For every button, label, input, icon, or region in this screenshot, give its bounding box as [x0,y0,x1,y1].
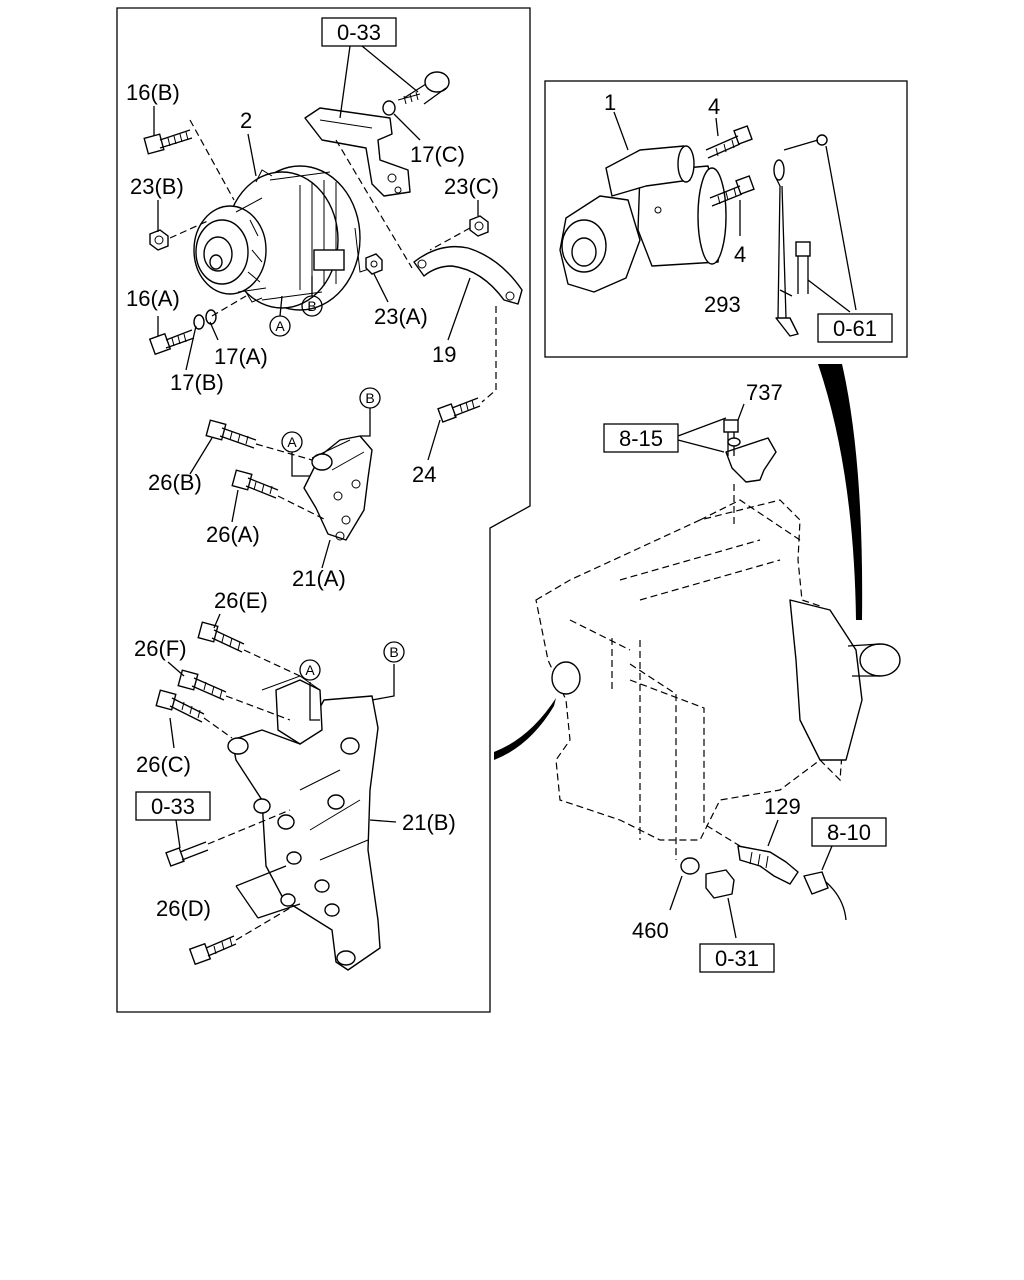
label-23c: 23(C) [444,174,499,199]
circle-marker-b3: B [383,641,405,663]
circle-marker-a1: A [269,315,291,337]
label-26b: 26(B) [148,470,202,495]
label-460: 460 [632,918,669,943]
washer-17b [193,314,205,330]
spacer-part [397,71,450,105]
label-26f: 26(F) [134,636,187,661]
bolt-4-upper [705,125,753,159]
bracket-21b [227,675,381,971]
ref-box-033-top[interactable]: 0-33 [321,17,397,47]
svg-text:8-15: 8-15 [619,426,663,451]
bolt-4-lower [709,175,755,207]
engine-block [535,499,901,841]
bolt-26d [188,935,237,966]
bolt-24 [437,397,481,423]
label-4-upper: 4 [708,94,720,119]
svg-text:0-33: 0-33 [337,20,381,45]
bracket-737 [723,419,777,483]
label-293: 293 [704,292,741,317]
flow-arc-lower [494,698,556,760]
label-4-lower: 4 [734,242,746,267]
plug-031 [705,869,735,899]
label-24: 24 [412,462,436,487]
oring-460 [680,857,700,875]
left-panel-frame [116,7,531,1013]
alternator-part [193,165,373,311]
ref-box-815[interactable]: 8-15 [603,423,679,453]
svg-text:A: A [305,662,315,678]
svg-text:8-10: 8-10 [827,820,871,845]
connector-810 [803,871,847,921]
svg-text:A: A [287,434,297,450]
circle-marker-a3: A [299,659,321,681]
washer-17c [382,100,396,116]
ground-cable-293 [773,159,799,337]
svg-text:B: B [365,390,374,406]
nut-23b [149,229,169,251]
bolt-16b [143,129,193,155]
svg-text:0-31: 0-31 [715,946,759,971]
label-26a: 26(A) [206,522,260,547]
circle-marker-b1: B [301,295,323,317]
link-19 [413,245,523,305]
bolt-26e [197,621,245,653]
svg-text:0-33: 0-33 [151,794,195,819]
adjust-bracket [304,107,411,197]
circle-marker-b2: B [359,387,381,409]
bolt-16a [148,329,195,356]
label-23b: 23(B) [130,174,184,199]
label-26d: 26(D) [156,896,211,921]
bolt-26a [231,469,279,499]
label-737: 737 [746,380,783,405]
washer-17a [205,309,217,325]
label-17c: 17(C) [410,142,465,167]
label-129: 129 [764,794,801,819]
label-23a: 23(A) [374,304,428,329]
label-17a: 17(A) [214,344,268,369]
label-16a: 16(A) [126,286,180,311]
label-21b: 21(B) [402,810,456,835]
label-16b: 16(B) [126,80,180,105]
starter-inset-frame [544,80,908,358]
nut-23c [469,215,489,237]
leader-lines [153,45,857,941]
label-17b: 17(B) [170,370,224,395]
label-21a: 21(A) [292,566,346,591]
ref-box-810[interactable]: 8-10 [811,817,887,847]
nut-061 [816,134,828,146]
svg-text:0-61: 0-61 [833,316,877,341]
svg-text:B: B [389,644,398,660]
flow-arc-upper [818,364,863,620]
bolt-26c [155,689,205,723]
nut-23a [365,253,383,275]
ref-box-031[interactable]: 0-31 [699,943,775,973]
label-19: 19 [432,342,456,367]
label-2: 2 [240,108,252,133]
bolt-033-lower [165,841,209,867]
sensor-129 [737,845,799,885]
ref-box-061[interactable]: 0-61 [817,313,893,343]
svg-text:A: A [275,318,285,334]
svg-text:B: B [307,298,316,314]
circle-marker-a2: A [281,431,303,453]
bolt-26f [177,669,227,701]
bolt-061 [795,241,811,294]
bracket-21a [303,435,373,541]
label-1: 1 [604,90,616,115]
starter-motor [559,145,727,293]
bolt-26b [205,419,257,449]
ref-box-033-lower[interactable]: 0-33 [135,791,211,821]
label-26e: 26(E) [214,588,268,613]
label-26c: 26(C) [136,752,191,777]
